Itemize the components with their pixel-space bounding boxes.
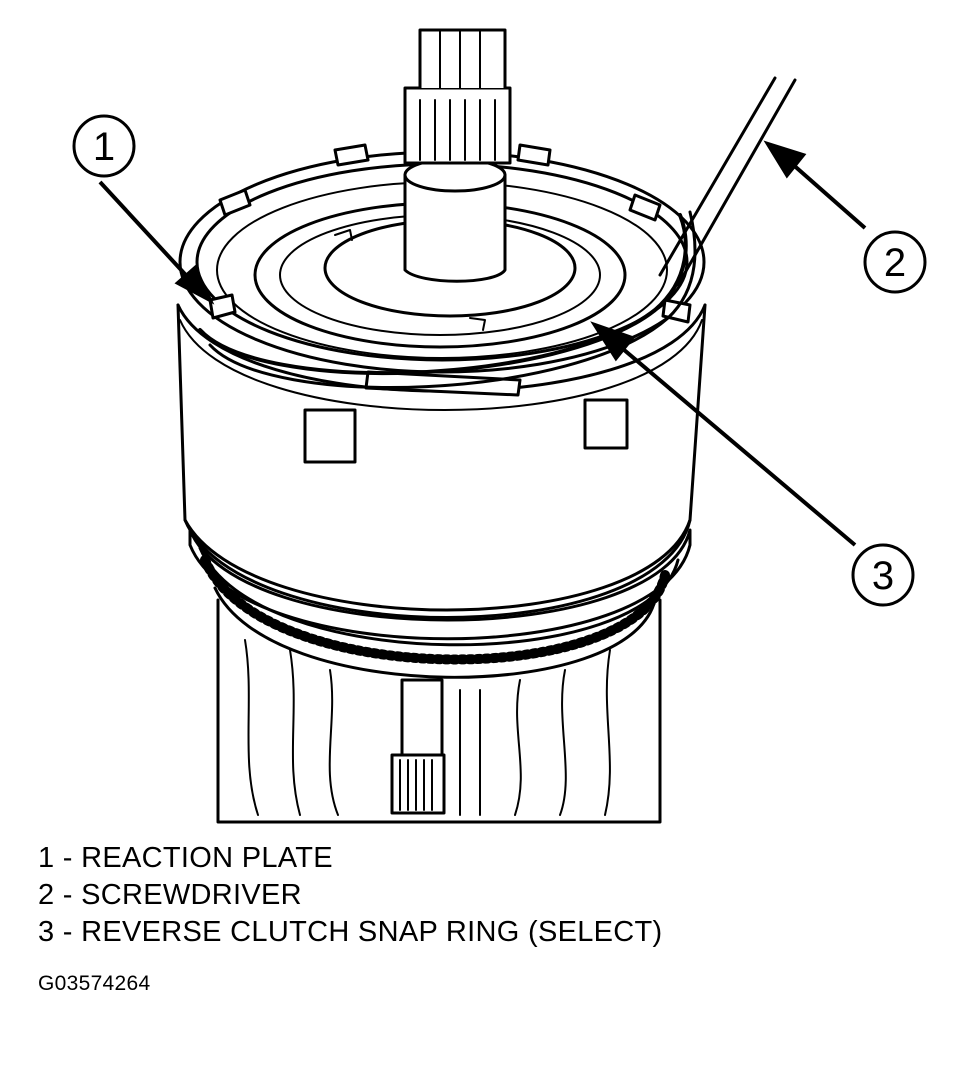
leader-line-2 bbox=[788, 160, 867, 230]
legend-item-3: 3 - REVERSE CLUTCH SNAP RING (SELECT) bbox=[38, 916, 663, 948]
leader-line-3 bbox=[608, 336, 857, 547]
snap-ring bbox=[198, 210, 697, 389]
arrowhead-3 bbox=[590, 321, 636, 362]
arrowhead-1 bbox=[174, 264, 215, 305]
callout-3: 3 bbox=[851, 543, 915, 607]
arrowhead-2 bbox=[763, 140, 807, 179]
callout-3-number: 3 bbox=[872, 554, 894, 598]
callout-1: 1 bbox=[72, 114, 136, 178]
legend-item-2: 2 - SCREWDRIVER bbox=[38, 879, 302, 911]
lower-shaft bbox=[390, 678, 446, 815]
leader-line-1 bbox=[98, 180, 197, 287]
legend: 1 - REACTION PLATE 2 - SCREWDRIVER 3 - R… bbox=[38, 840, 663, 951]
figure-id: G03574264 bbox=[38, 972, 151, 995]
legend-item-1: 1 - REACTION PLATE bbox=[38, 842, 333, 874]
upper-shaft bbox=[403, 28, 512, 283]
gear-ring bbox=[188, 528, 692, 679]
callout-2: 2 bbox=[863, 230, 927, 294]
callout-2-number: 2 bbox=[884, 241, 906, 285]
leader-arrows bbox=[98, 140, 867, 547]
clutch-assembly-illustration: 1 2 3 bbox=[72, 28, 927, 824]
screwdriver bbox=[658, 76, 797, 287]
callout-1-number: 1 bbox=[93, 125, 115, 169]
